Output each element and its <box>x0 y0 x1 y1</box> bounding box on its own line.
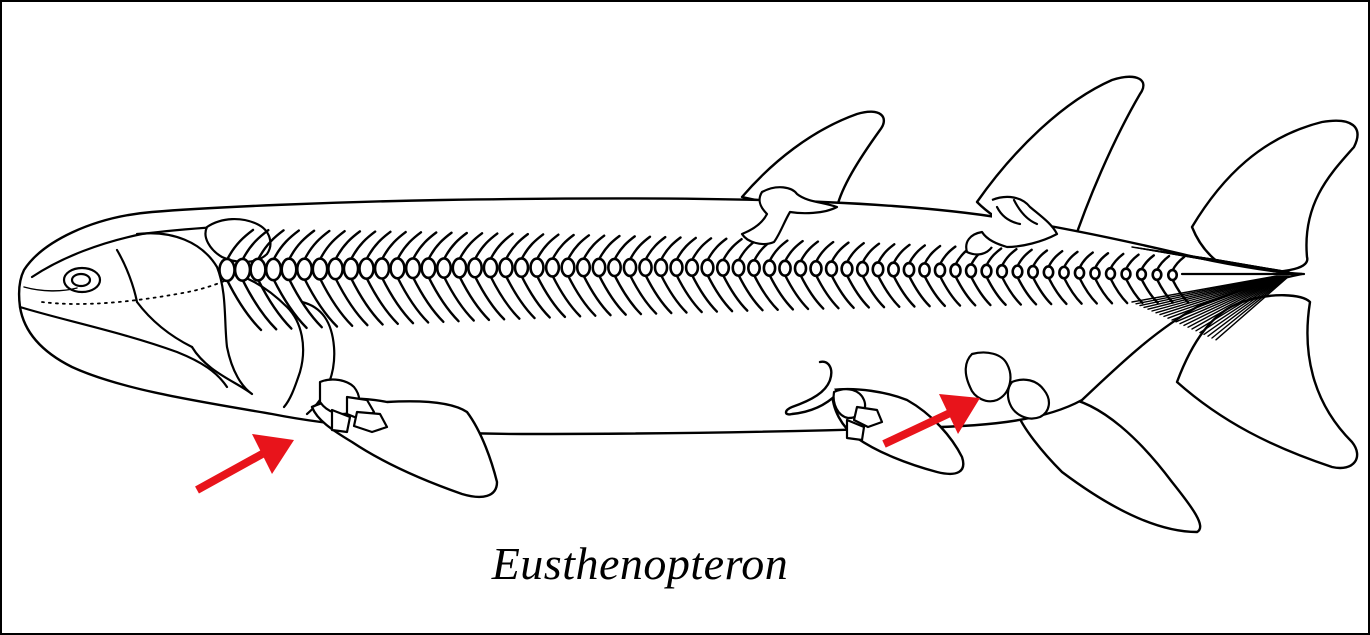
second-dorsal-fin-bones <box>965 195 1059 256</box>
operculum-bone <box>135 232 254 396</box>
snout-line <box>23 286 78 292</box>
hemal-spine-bone <box>964 351 1012 403</box>
vertebral-column <box>218 228 1190 332</box>
anal-fin <box>1015 395 1202 534</box>
eye-pupil <box>70 272 92 288</box>
pectoral-fin-bones <box>318 378 389 434</box>
caudal-fin-upper-lobe <box>1190 119 1359 274</box>
pelvic-fin-arrow <box>882 394 980 448</box>
pelvic-fin-bones <box>832 388 884 442</box>
species-caption: Eusthenopteron <box>491 538 789 589</box>
pelvic-girdle <box>784 360 839 416</box>
caudal-fin-lower-lobe <box>1175 294 1359 470</box>
cheek-bone <box>115 248 194 349</box>
eye-orbit <box>62 266 102 294</box>
first-dorsal-fin-bones <box>740 186 839 246</box>
caudal-fin-rays <box>1131 246 1306 341</box>
jaw-line <box>18 305 229 389</box>
second-dorsal-fin-bone-detail <box>995 198 1039 226</box>
anal-fin-bones <box>1006 378 1050 420</box>
pectoral-fin-arrow <box>195 434 294 494</box>
